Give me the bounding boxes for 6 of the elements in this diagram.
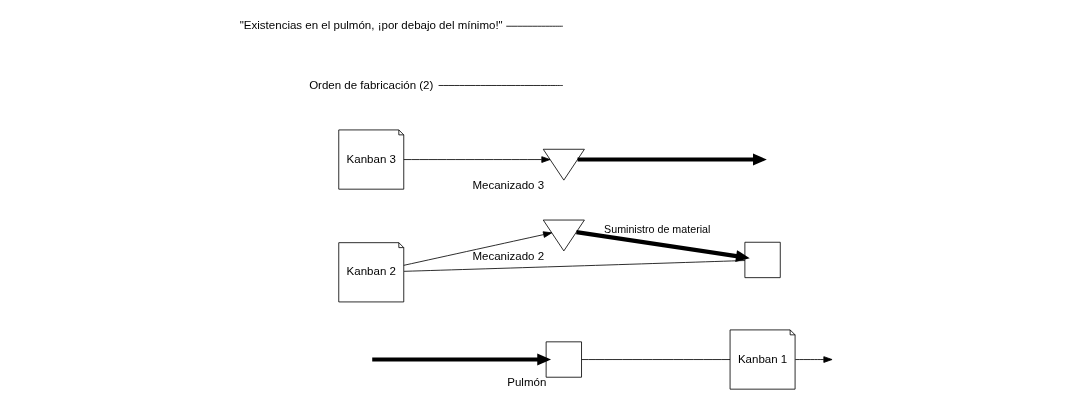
node-text: "Existencias en el pulmón, ¡por debajo del mínimo!"	[239, 19, 503, 32]
node-label: Mecanizado 2	[472, 250, 545, 263]
node-label: Pulmón	[507, 376, 547, 389]
node-label: Mecanizado 3	[472, 179, 545, 192]
node-text: Orden de fabricación (2)	[309, 78, 434, 91]
edge-label: Suministro de material	[604, 223, 711, 236]
